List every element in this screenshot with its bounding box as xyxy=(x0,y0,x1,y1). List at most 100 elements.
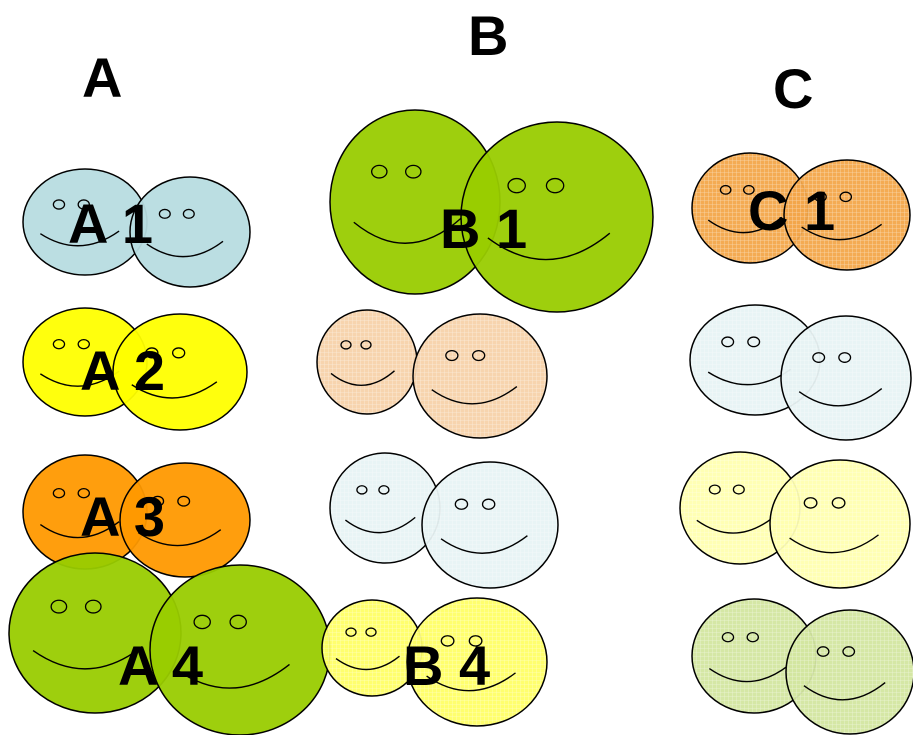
smiley-pair-a4 xyxy=(8,552,331,735)
left-eye-icon xyxy=(158,208,171,219)
right-eye-icon xyxy=(360,340,372,350)
face-circle xyxy=(129,176,251,288)
left-eye-icon xyxy=(816,646,830,657)
left-eye-icon xyxy=(193,614,211,630)
column-header-a: A xyxy=(82,46,122,109)
smiley-face-right xyxy=(769,459,911,589)
smile-mouth xyxy=(353,217,463,244)
smile-mouth xyxy=(330,370,395,386)
label-a2: A 2 xyxy=(80,339,165,402)
left-eye-icon xyxy=(440,635,455,647)
smiley-pair-b4 xyxy=(321,597,548,727)
smiley-face-right xyxy=(780,315,912,441)
left-eye-icon xyxy=(356,485,368,495)
right-eye-icon xyxy=(842,646,856,657)
smiley-face-right xyxy=(783,159,911,271)
right-eye-icon xyxy=(171,347,186,359)
smiley-face-right xyxy=(460,121,654,313)
face-circle xyxy=(412,313,548,439)
smiley-face-left xyxy=(316,309,418,415)
smiley-face-right xyxy=(785,609,913,735)
label-a4: A 4 xyxy=(118,634,203,697)
left-eye-icon xyxy=(721,336,735,348)
right-eye-icon xyxy=(838,352,852,363)
left-eye-icon xyxy=(708,484,721,495)
right-eye-icon xyxy=(481,498,496,510)
left-eye-icon xyxy=(151,495,165,507)
right-eye-icon xyxy=(747,336,761,348)
smiley-pair-a2 xyxy=(22,307,248,431)
smile-mouth xyxy=(801,223,883,241)
smiley-pair-b3 xyxy=(329,452,559,589)
left-eye-icon xyxy=(454,498,469,510)
smile-mouth xyxy=(803,681,886,701)
smiley-pair-c1 xyxy=(691,152,911,271)
smiley-face-left xyxy=(329,109,501,295)
right-eye-icon xyxy=(732,484,745,495)
smiley-pair-a1 xyxy=(22,168,251,288)
face-circle xyxy=(112,313,248,431)
smile-mouth xyxy=(708,665,789,683)
smile-mouth xyxy=(798,387,883,407)
left-eye-icon xyxy=(52,338,66,350)
right-eye-icon xyxy=(746,631,759,643)
smile-mouth xyxy=(789,534,879,554)
right-eye-icon xyxy=(839,191,853,203)
right-eye-icon xyxy=(471,349,486,362)
face-circle xyxy=(316,309,418,415)
left-eye-icon xyxy=(814,191,827,203)
column-header-b: B xyxy=(468,4,508,67)
face-circle xyxy=(119,462,251,578)
column-headers: A B C xyxy=(82,4,813,120)
smile-mouth xyxy=(146,240,224,258)
smiley-face-right xyxy=(406,597,548,727)
left-eye-icon xyxy=(445,349,459,362)
smile-mouth xyxy=(131,381,218,399)
face-labels: A 1 A 2 A 3 A 4 B 1 B 4 C 1 xyxy=(68,179,835,697)
smiley-pair-b2 xyxy=(316,309,548,439)
smiley-face-right xyxy=(129,176,251,288)
left-eye-icon xyxy=(803,497,818,509)
smile-mouth xyxy=(426,672,516,692)
smiley-pair-a3 xyxy=(22,454,251,578)
label-b1: B 1 xyxy=(440,197,527,260)
right-eye-icon xyxy=(77,338,90,350)
smile-mouth xyxy=(335,655,400,671)
smile-mouth xyxy=(174,663,290,689)
right-eye-icon xyxy=(84,599,102,614)
smiley-face-right xyxy=(149,564,331,735)
label-c1: C 1 xyxy=(748,179,835,242)
smile-mouth xyxy=(39,230,120,247)
right-eye-icon xyxy=(831,497,846,509)
left-eye-icon xyxy=(370,164,388,179)
face-circle xyxy=(406,597,548,727)
smiley-pair-c2 xyxy=(689,304,912,441)
face-circle xyxy=(329,452,441,564)
face-circle xyxy=(785,609,913,735)
left-eye-icon xyxy=(812,352,826,363)
smiley-face-right xyxy=(119,462,251,578)
face-circle xyxy=(769,459,911,589)
label-a3: A 3 xyxy=(80,485,165,548)
smile-mouth xyxy=(137,529,222,547)
right-eye-icon xyxy=(77,199,90,210)
right-eye-icon xyxy=(468,635,483,647)
face-circle xyxy=(783,159,911,271)
face-circle xyxy=(780,315,912,441)
right-eye-icon xyxy=(742,184,755,195)
column-header-c: C xyxy=(773,57,813,120)
smiley-face-right xyxy=(112,313,248,431)
smile-mouth xyxy=(39,370,120,387)
smile-mouth xyxy=(344,516,416,534)
left-eye-icon xyxy=(52,199,66,210)
left-eye-icon xyxy=(721,631,735,643)
smile-mouth xyxy=(431,385,518,405)
right-eye-icon xyxy=(77,487,90,499)
smiley-face-right xyxy=(421,461,559,589)
label-b4: B 4 xyxy=(403,634,490,697)
face-circle xyxy=(421,461,559,589)
left-eye-icon xyxy=(507,177,526,194)
left-eye-icon xyxy=(145,347,159,359)
faces-layer xyxy=(8,109,913,735)
